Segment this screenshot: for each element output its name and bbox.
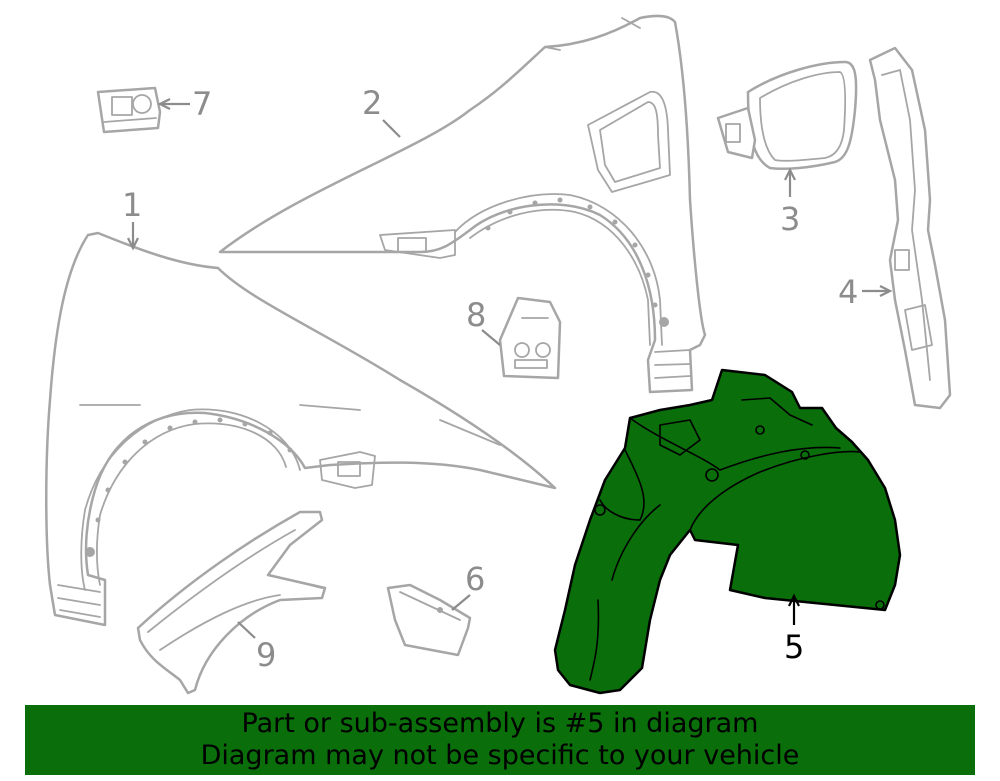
callout-4: 4	[838, 273, 858, 311]
part-4-bracket	[868, 46, 952, 410]
callout-5: 5	[784, 628, 804, 666]
parts-diagram: 1 2 3 4 5 6 7 8 9	[45, 14, 952, 695]
callout-7: 7	[192, 85, 212, 123]
callout-2: 2	[362, 84, 382, 122]
part-1-fender	[45, 231, 557, 627]
info-banner: Part or sub-assembly is #5 in diagram Di…	[25, 705, 975, 775]
part-3-fuel-door	[716, 60, 858, 170]
callout-1: 1	[122, 186, 142, 224]
callout-3: 3	[780, 200, 800, 238]
part-8-plate	[498, 296, 562, 380]
leader-lines	[127, 98, 893, 639]
callout-6: 6	[465, 560, 485, 598]
part-5-fender-liner	[553, 368, 902, 695]
part-2-fender	[218, 14, 707, 394]
callout-8: 8	[466, 296, 486, 334]
callouts: 1 2 3 4 5 6 7 8 9	[122, 84, 858, 674]
callout-9: 9	[256, 636, 276, 674]
part-7-bracket	[96, 86, 162, 134]
banner-line-2: Diagram may not be specific to your vehi…	[200, 740, 800, 771]
banner-line-1: Part or sub-assembly is #5 in diagram	[241, 708, 759, 739]
part-9-deflector	[136, 510, 327, 695]
part-6-bracket	[386, 583, 472, 657]
